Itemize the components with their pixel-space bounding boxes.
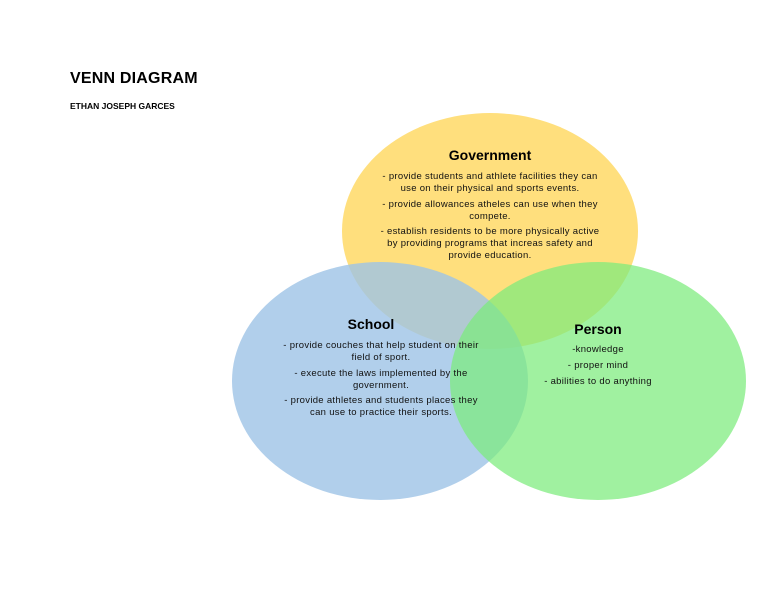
government-item: - provide students and athlete facilitie… bbox=[382, 171, 598, 194]
person-items: -knowledge - proper mind - abilities to … bbox=[508, 344, 688, 392]
school-item: - provide couches that help student on t… bbox=[283, 340, 479, 363]
person-item: - abilities to do anything bbox=[544, 376, 652, 387]
person-item: -knowledge bbox=[572, 344, 624, 355]
document-title: VENN DIAGRAM bbox=[70, 70, 198, 87]
person-item: - proper mind bbox=[567, 360, 629, 371]
school-label: School bbox=[347, 316, 395, 332]
government-items: - provide students and athlete facilitie… bbox=[378, 171, 602, 266]
government-item: - provide allowances atheles can use whe… bbox=[382, 198, 598, 222]
school-items: - provide couches that help student on t… bbox=[276, 340, 486, 423]
government-label: Government bbox=[448, 147, 532, 163]
school-item: - provide athletes and students places t… bbox=[284, 395, 478, 418]
person-circle bbox=[450, 262, 746, 500]
school-circle bbox=[232, 262, 528, 500]
government-item: - establish residents to be more physica… bbox=[380, 226, 600, 261]
school-item: - execute the laws implemented by the go… bbox=[294, 367, 468, 391]
author-name: ETHAN JOSEPH GARCES bbox=[70, 101, 175, 111]
person-label: Person bbox=[574, 321, 622, 337]
